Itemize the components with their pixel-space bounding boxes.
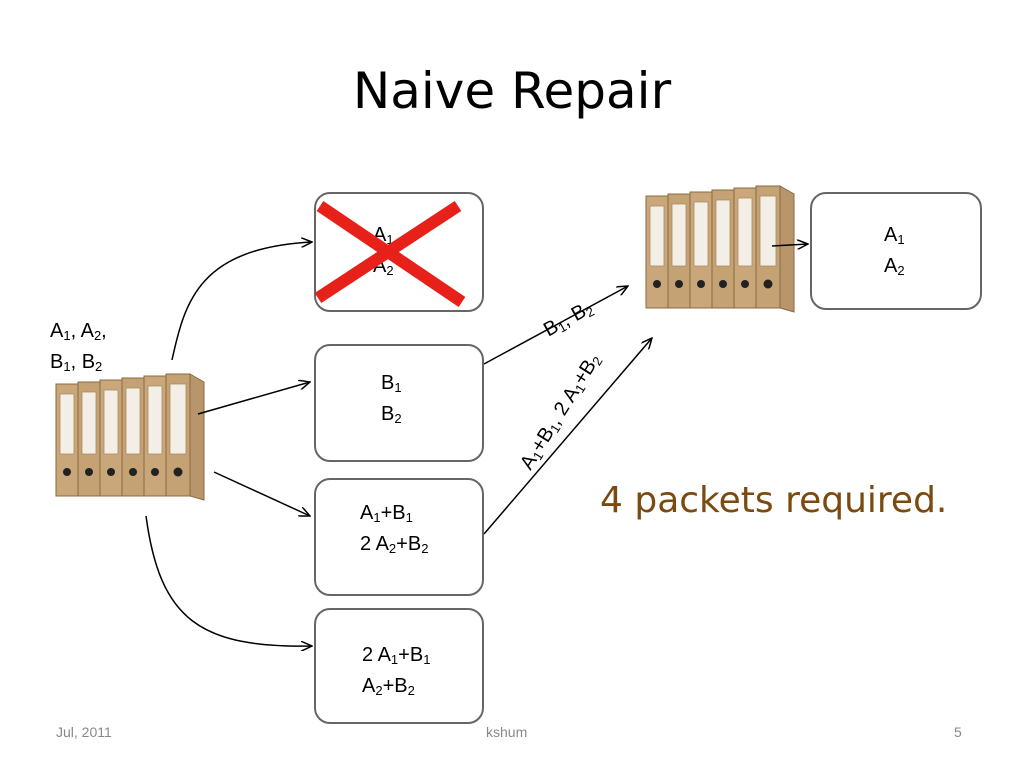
failed-node-contents: A1 A2 [373, 224, 394, 278]
storage-node-4 [314, 608, 484, 724]
arrow-source-to-node4 [145, 515, 312, 646]
newcomer-server-icon [645, 185, 795, 313]
storage-node-3 [314, 478, 484, 596]
newcomer-node-contents: A1 A2 [884, 224, 905, 278]
node-4-contents: 2 A1+B1 A2+B2 [362, 644, 431, 698]
packets-required-note: 4 packets required. [600, 480, 948, 521]
arrow-source-to-node3 [213, 471, 310, 516]
failed-node-box [314, 192, 484, 312]
footer-date: Jul, 2011 [56, 724, 112, 740]
source-line-1: A1, A2, [50, 320, 107, 343]
footer-page-number: 5 [954, 724, 962, 740]
arrow-source-to-node2 [197, 382, 310, 415]
arrow-node3-to-newcomer [483, 338, 652, 535]
footer-author: kshum [486, 724, 528, 740]
arrow-source-to-failed [171, 242, 312, 361]
slide-title: Naive Repair [352, 62, 672, 120]
node-3-contents: A1+B1 2 A2+B2 [360, 502, 429, 556]
newcomer-node-box [810, 192, 982, 310]
node-2-contents: B1 B2 [381, 372, 402, 426]
source-contents: A1, A2, B1, B2 [50, 318, 107, 380]
source-server-icon [55, 373, 205, 501]
storage-node-2 [314, 344, 484, 462]
arrow-newcomer-to-box [771, 244, 808, 246]
arrow-node2-to-newcomer [483, 286, 628, 365]
source-line-2: B1, B2 [50, 351, 103, 374]
